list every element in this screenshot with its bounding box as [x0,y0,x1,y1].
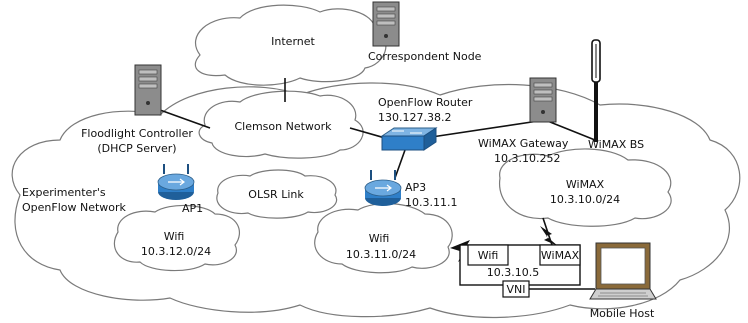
wimax-interface-label: WiMAX [541,249,580,262]
router-gateway-link [424,119,546,139]
server-icon [134,64,162,116]
antenna-icon [591,39,601,142]
wifi-left-label: Wifi [164,230,185,243]
wifi-mid-label: Wifi [369,232,390,245]
wimax-bs-label: WiMAX BS [588,138,644,151]
wifi-mid-cloud [314,203,453,274]
openflow-switch-icon [380,127,438,151]
clemson-router-link [349,127,386,139]
experimenter-network-label-2: OpenFlow Network [22,201,127,214]
wimax-subnet-label: 10.3.10.0/24 [550,193,620,206]
ap3-label: AP3 [405,181,426,194]
ap3-ip-label: 10.3.11.1 [405,196,457,209]
server-icon [529,77,557,123]
openflow-router-label: OpenFlow Router [378,96,473,109]
internet-label: Internet [271,35,315,48]
wireless-router-icon [157,164,195,200]
floodlight-clemson-link [159,109,211,129]
vni-label: VNI [507,283,526,296]
router-ap3-link [394,149,406,179]
wimax-gateway-ip-label: 10.3.10.252 [494,152,560,165]
floodlight-controller-label: Floodlight Controller [81,127,193,140]
wimax-cloud [499,148,672,227]
olsr-cloud [216,169,338,219]
experimenter-network-label: Experimenter's [22,186,106,199]
olsr-link-label: OLSR Link [248,188,304,201]
wifi-left-subnet-label: 10.3.12.0/24 [141,245,211,258]
wimax-network-label: WiMAX [566,178,605,191]
wifi-left-cloud [113,204,240,272]
mobile-host-label: Mobile Host [590,307,655,320]
gateway-bs-link [544,119,596,141]
mobile-host-ip-label: 10.3.10.5 [487,266,539,279]
dhcp-server-label: (DHCP Server) [97,142,176,155]
laptop-icon [589,242,657,300]
wifi-interface-label: Wifi [478,249,499,262]
ap1-label: AP1 [182,202,203,215]
wimax-gateway-label: WiMAX Gateway [478,137,569,150]
wifi-interface-box [467,244,509,266]
clemson-network-cloud [198,90,364,159]
clemson-network-label: Clemson Network [234,120,332,133]
server-icon [372,1,400,47]
wimax-interface-box [539,244,581,266]
wifi-mid-subnet-label: 10.3.11.0/24 [346,248,416,261]
lightning-icon [540,226,558,246]
openflow-router-ip-label: 130.127.38.2 [378,111,451,124]
wireless-router-icon [364,170,402,206]
correspondent-node-label: Correspondent Node [368,50,482,63]
